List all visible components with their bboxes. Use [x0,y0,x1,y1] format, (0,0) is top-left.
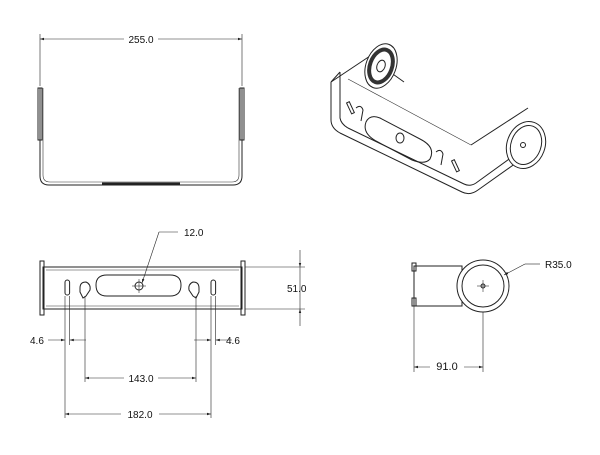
dim-hole-diameter: 12.0 [184,228,204,239]
dim-slot-width-right: 4.6 [226,336,240,347]
dim-side-offset: 91.0 [436,361,457,373]
side-view: R35.0 91.0 [411,259,572,373]
top-view: 255.0 [37,33,245,186]
dim-height: 51.0 [287,284,307,295]
isometric-view [330,43,547,195]
dim-slot-width-left: 4.6 [30,336,44,347]
dim-top-width: 255.0 [128,35,153,46]
dim-outer-span: 182.0 [127,410,152,421]
front-view: 12.0 51.0 4.6 4.6 143.0 182.0 [30,228,307,421]
dim-radius: R35.0 [545,260,572,271]
dim-inner-span: 143.0 [128,374,153,385]
